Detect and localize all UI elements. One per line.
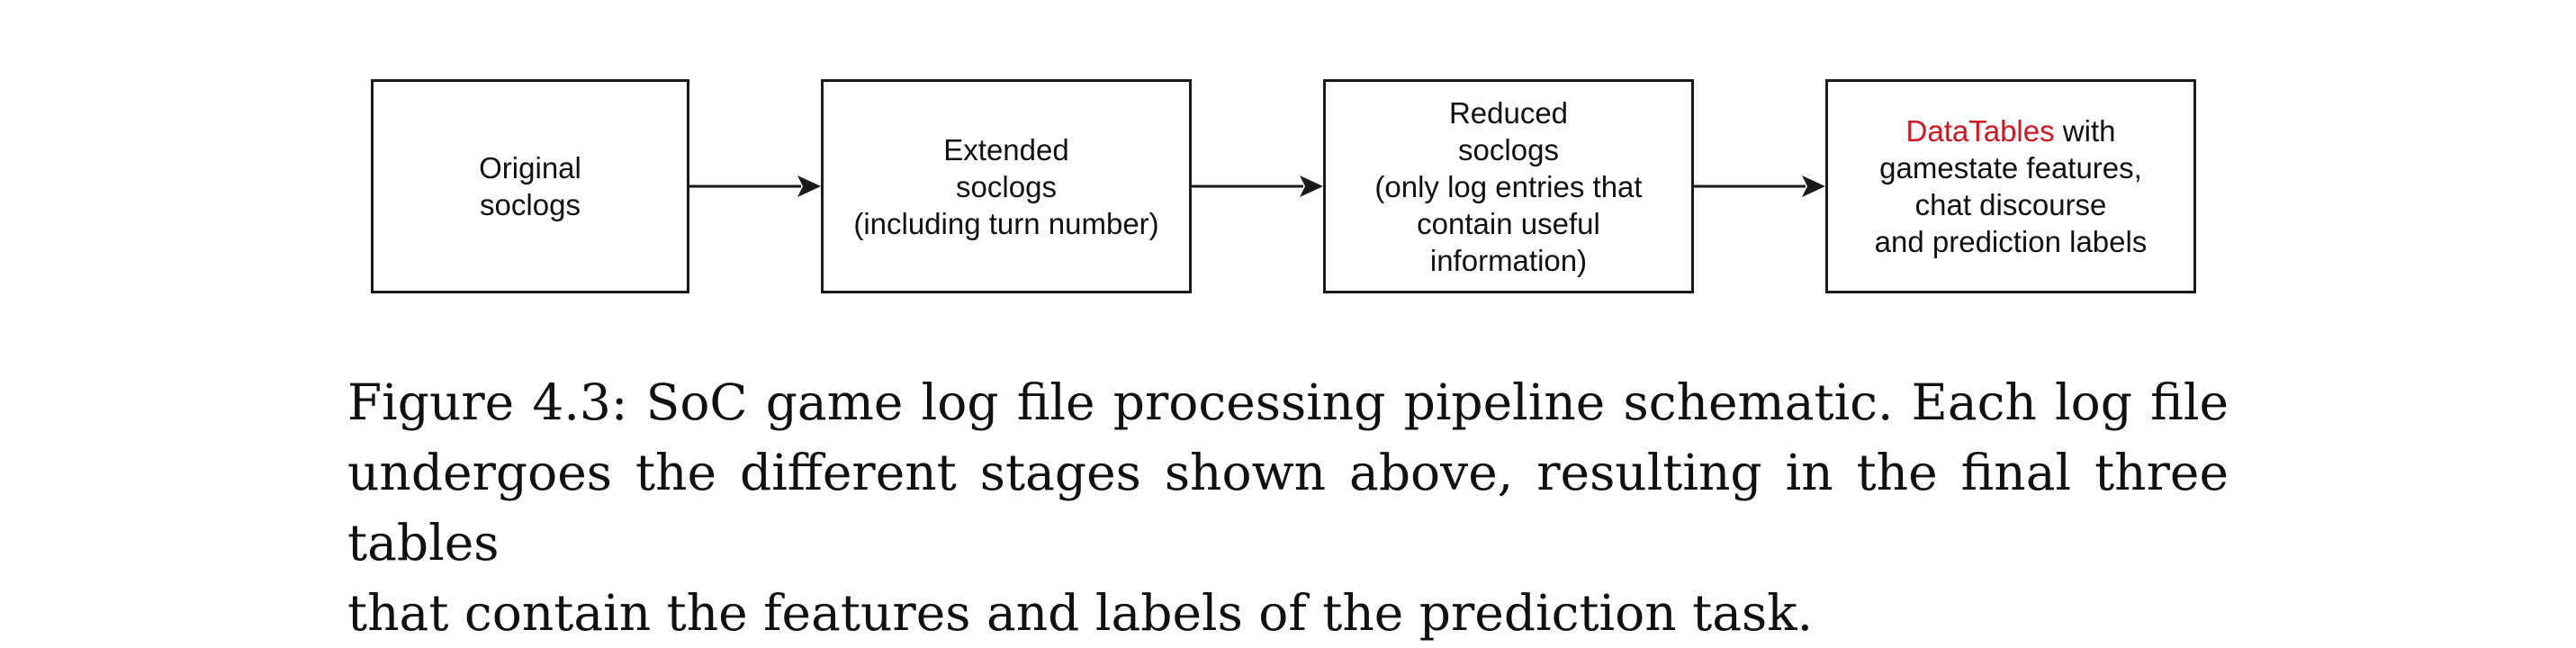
datatables-with: with bbox=[2054, 114, 2116, 148]
figure-caption: Figure 4.3: SoC game log file processing… bbox=[347, 367, 2229, 648]
box-text-line: soclogs bbox=[480, 188, 581, 221]
pipeline-diagram: Original soclogs Extended soclogs (inclu… bbox=[371, 79, 2196, 293]
arrow-1 bbox=[689, 176, 821, 197]
arrow-2 bbox=[1192, 176, 1323, 197]
box-text-line: soclogs bbox=[1458, 132, 1559, 166]
box-extended-soclogs: Extended soclogs (including turn number) bbox=[821, 79, 1192, 293]
box-text-line: Extended bbox=[943, 132, 1069, 166]
box-datatables: DataTables with gamestate features, chat… bbox=[1825, 79, 2196, 293]
caption-line: Figure 4.3: SoC game log file processing… bbox=[347, 374, 2229, 431]
box-text-line: soclogs bbox=[956, 169, 1057, 203]
arrow-3 bbox=[1694, 176, 1825, 197]
box-text-line: Original bbox=[479, 151, 581, 184]
box-text-line: and prediction labels bbox=[1874, 225, 2148, 258]
box-text-line: chat discourse bbox=[1914, 188, 2107, 221]
box-text-line: DataTables with bbox=[1875, 112, 2148, 149]
box-reduced-soclogs: Reduced soclogs (only log entries that c… bbox=[1323, 79, 1694, 293]
box-text-line: Reduced bbox=[1448, 95, 1569, 130]
box-original-soclogs: Original soclogs bbox=[371, 79, 689, 293]
caption-line: undergoes the different stages shown abo… bbox=[347, 444, 2229, 572]
box-text-line: (including turn number) bbox=[853, 206, 1159, 240]
box-text-line: information) bbox=[1429, 243, 1588, 277]
box-text-line: (only log entries that bbox=[1374, 169, 1643, 203]
caption-line: that contain the features and labels of … bbox=[347, 584, 1814, 642]
datatables-highlight: DataTables bbox=[1905, 114, 2055, 148]
box-text-line: contain useful bbox=[1417, 206, 1600, 240]
box-text-line: gamestate features, bbox=[1879, 151, 2142, 184]
